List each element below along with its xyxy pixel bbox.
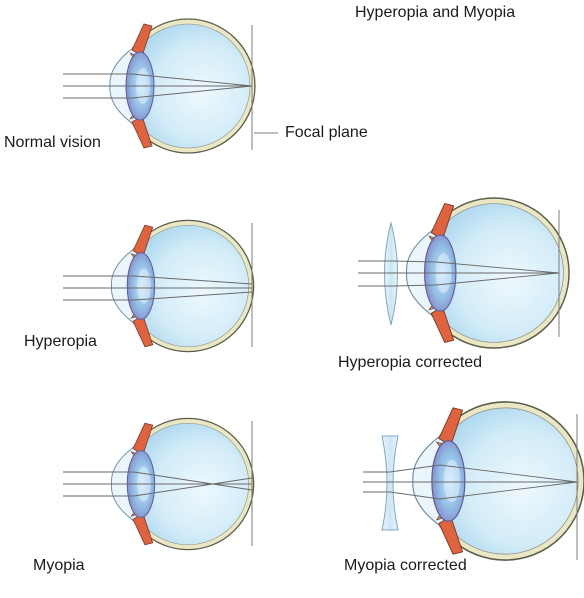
rays-normal	[63, 73, 253, 99]
eye-hyperopia-corrected	[358, 197, 570, 349]
label-myopia-corrected: Myopia corrected	[344, 557, 467, 574]
label-myopia: Myopia	[33, 557, 85, 574]
concave-lens	[381, 435, 399, 531]
rays-myopia	[63, 471, 253, 497]
eye-myopia	[63, 417, 255, 551]
label-normal-vision: Normal vision	[4, 134, 101, 151]
eye-normal	[63, 18, 278, 154]
rays-myopia-corrected	[363, 464, 578, 500]
rays-hyperopia-corrected	[358, 260, 560, 287]
label-hyperopia: Hyperopia	[24, 333, 97, 350]
eye-myopia-corrected	[363, 401, 584, 561]
rays-hyperopia	[63, 275, 253, 301]
label-focal-plane: Focal plane	[285, 124, 368, 141]
label-hyperopia-corrected: Hyperopia corrected	[338, 354, 483, 371]
diagram-title: Hyperopia and Myopia	[355, 4, 516, 21]
convex-lens	[384, 221, 398, 326]
eye-hyperopia	[63, 219, 255, 353]
